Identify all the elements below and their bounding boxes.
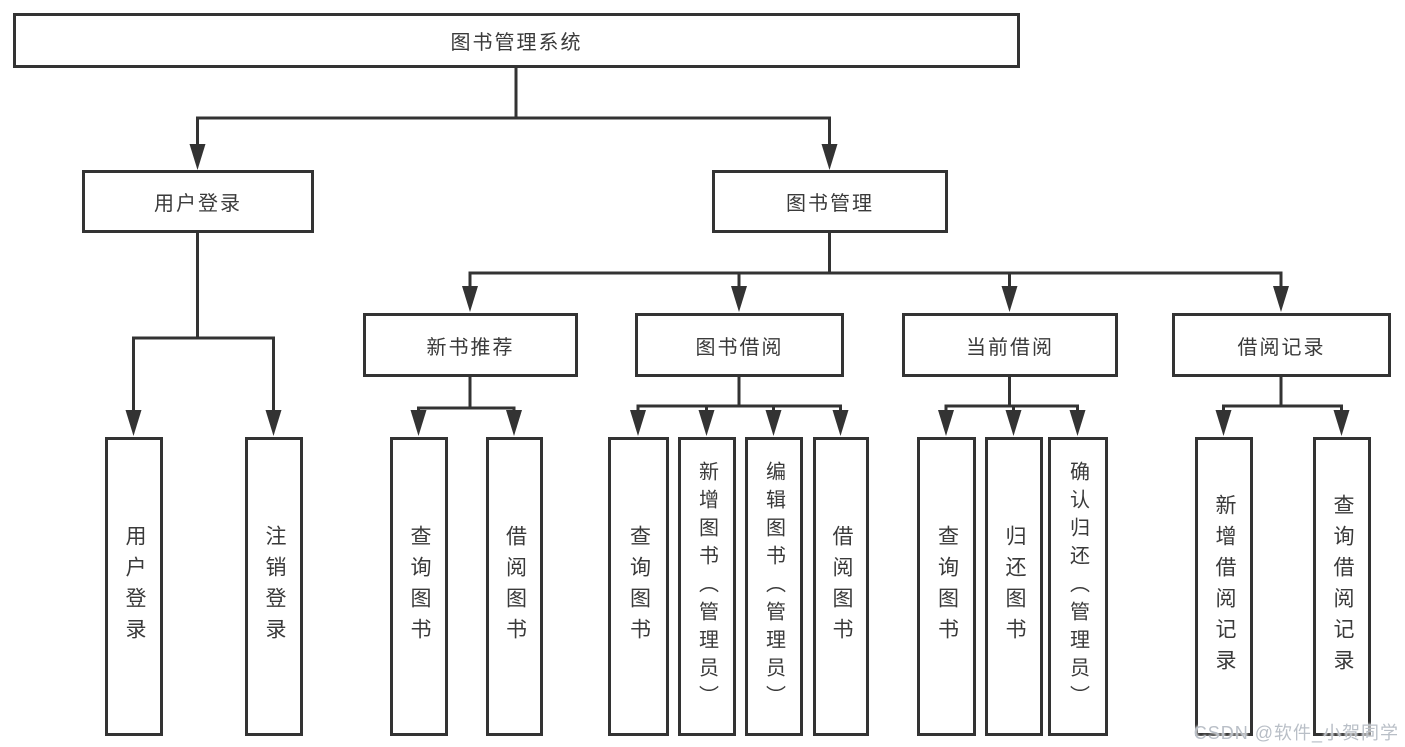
node-current-borrowing: 当前借阅 bbox=[902, 313, 1118, 377]
node-root-system: 图书管理系统 bbox=[13, 13, 1020, 68]
node-new-book-recommend: 新书推荐 bbox=[363, 313, 578, 377]
leaf-bb-query-books: 查询图书 bbox=[608, 437, 669, 736]
leaf-user-login: 用户登录 bbox=[105, 437, 163, 736]
leaf-logout: 注销登录 bbox=[245, 437, 303, 736]
leaf-bb-borrow-books: 借阅图书 bbox=[813, 437, 869, 736]
node-book-management: 图书管理 bbox=[712, 170, 948, 233]
node-book-borrowing: 图书借阅 bbox=[635, 313, 844, 377]
leaf-bb-edit-books-admin: 编辑图书（管理员） bbox=[745, 437, 803, 736]
node-user-login: 用户登录 bbox=[82, 170, 314, 233]
leaf-nb-query-books: 查询图书 bbox=[390, 437, 448, 736]
leaf-cb-confirm-return-admin: 确认归还（管理员） bbox=[1048, 437, 1108, 736]
node-borrowing-records: 借阅记录 bbox=[1172, 313, 1391, 377]
leaf-cb-query-books: 查询图书 bbox=[917, 437, 976, 736]
leaf-br-query-record: 查询借阅记录 bbox=[1313, 437, 1371, 736]
leaf-cb-return-books: 归还图书 bbox=[985, 437, 1043, 736]
arrowheads bbox=[125, 144, 1350, 436]
leaf-nb-borrow-books: 借阅图书 bbox=[486, 437, 543, 736]
leaf-br-add-record: 新增借阅记录 bbox=[1195, 437, 1253, 736]
csdn-watermark: CSDN @软件_小贺同学 bbox=[1193, 723, 1399, 743]
leaf-bb-add-books-admin: 新增图书（管理员） bbox=[678, 437, 736, 736]
